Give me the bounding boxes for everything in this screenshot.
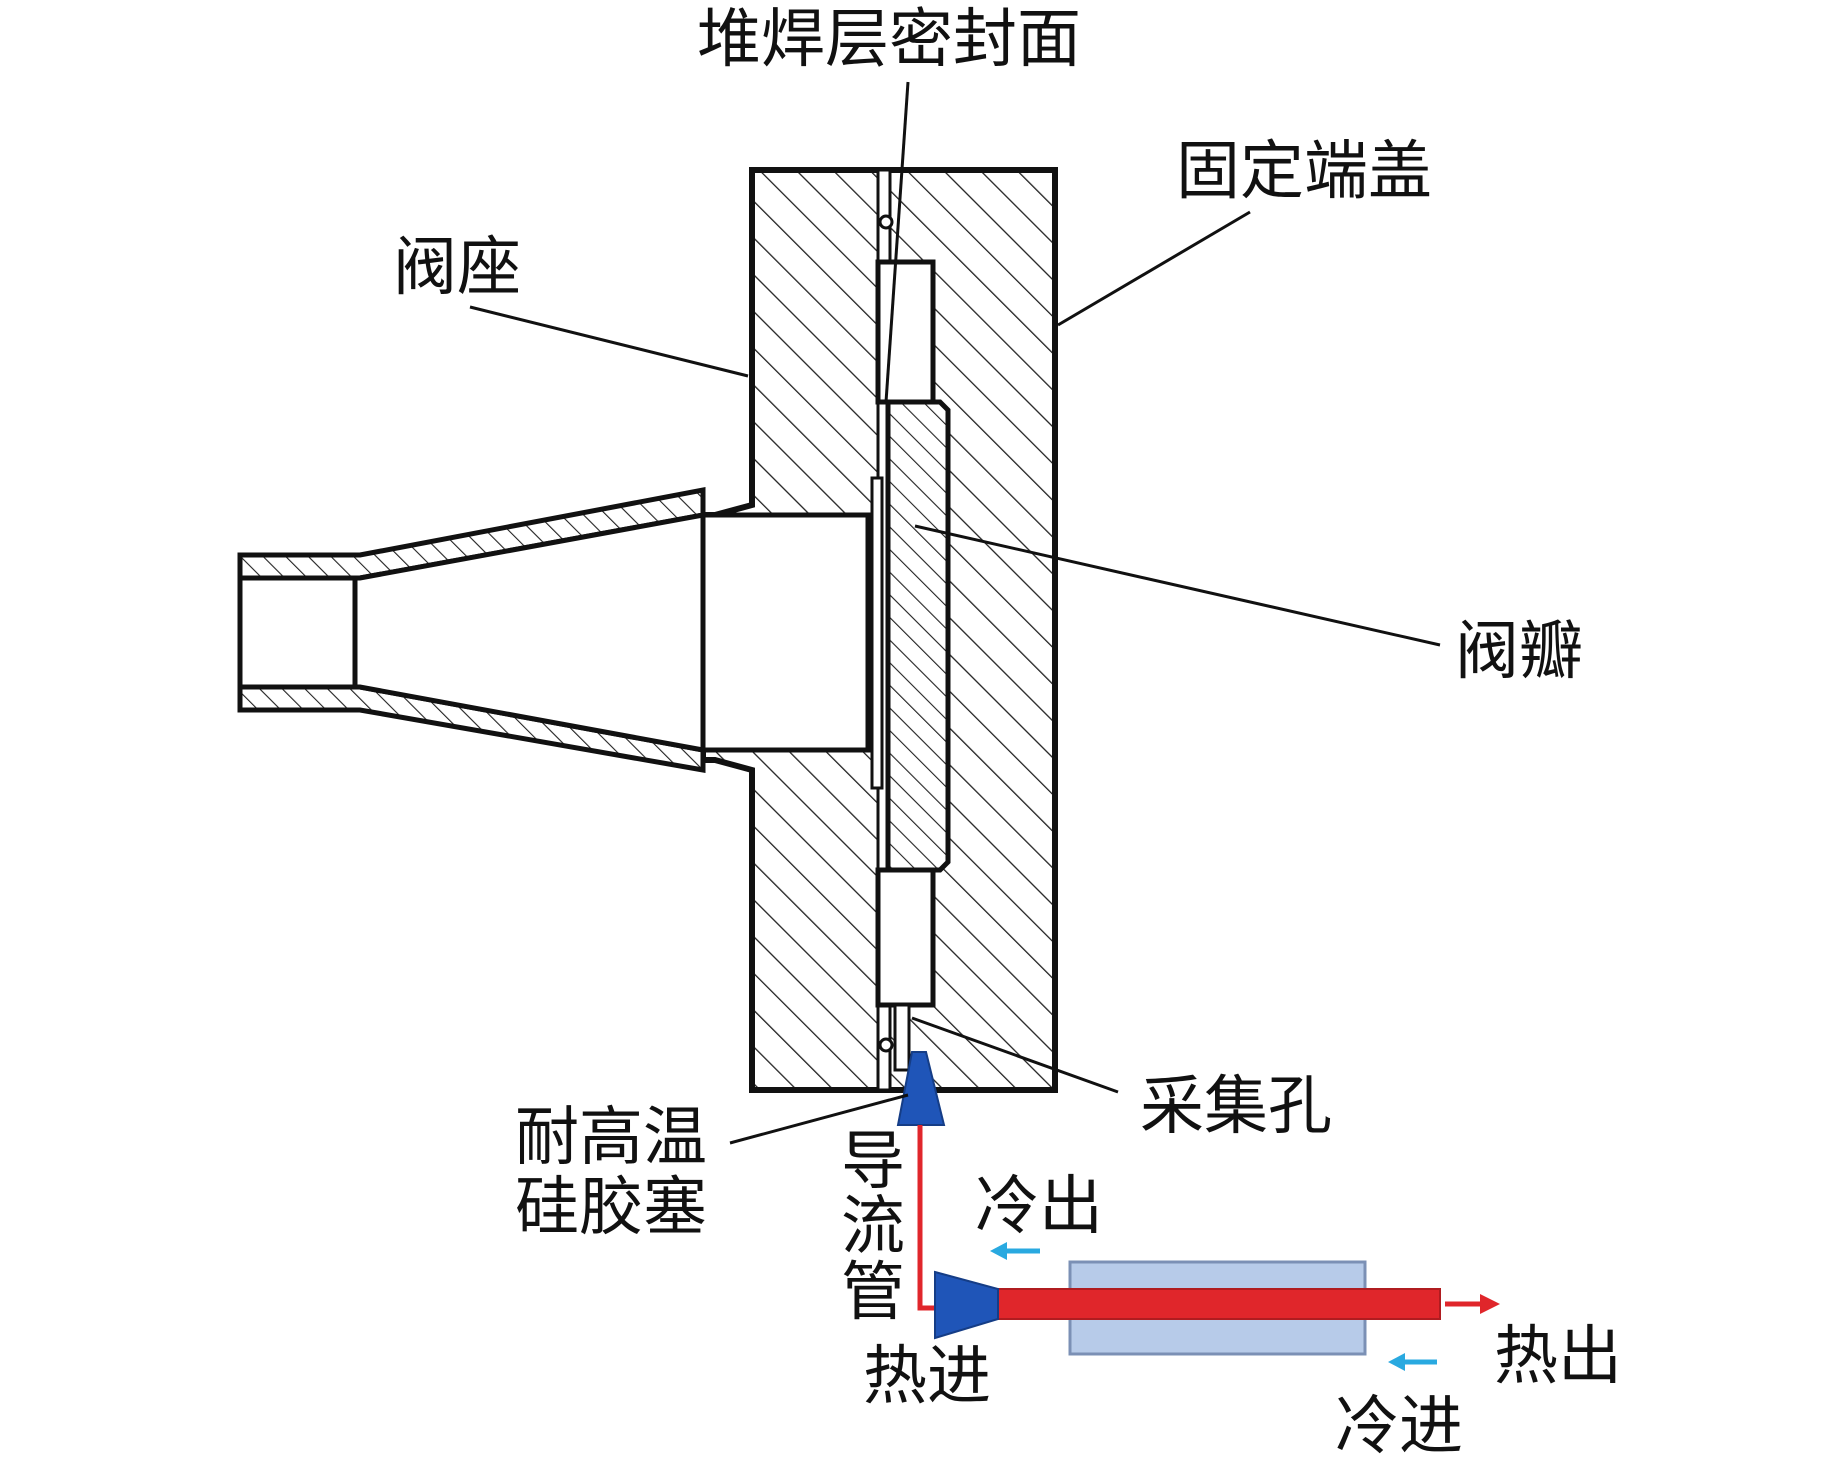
label-cold-out: 冷出 [975,1170,1103,1244]
lower-cavity [875,867,936,1008]
label-fixed-end-cover: 固定端盖 [1176,135,1432,209]
label-hot-out: 热出 [1494,1320,1622,1394]
hot-out-arrow [1445,1294,1500,1314]
label-valve-disc: 阀瓣 [1455,615,1583,689]
label-guide-tube: 导流管 [841,1125,905,1330]
leader-collection-hole [911,1016,1119,1094]
label-valve-seat: 阀座 [393,231,521,305]
label-cold-in: 冷进 [1335,1390,1463,1464]
weld-overlay-strip [870,476,884,790]
top-notch [878,214,894,230]
collection-hole-channel [893,1003,911,1072]
guide-tube [917,1125,940,1311]
leader-lines [469,81,1441,1145]
cold-out-arrow [990,1242,1040,1260]
leader-weld-seal-face [884,81,910,403]
leader-fixed-end-cover [1057,210,1251,327]
label-collection-hole: 采集孔 [1140,1070,1332,1144]
label-silicone-plug-line1: 耐高温 [515,1101,707,1175]
cold-in-arrow [1388,1353,1437,1371]
label-hot-in: 热进 [863,1340,991,1414]
valve-disc-body [885,399,951,873]
silicone-plug [896,1051,946,1126]
leader-valve-disc [914,524,1441,647]
label-weld-seal-face: 堆焊层密封面 [697,3,1081,77]
inlet-pipe [237,486,713,773]
bottom-notch [878,1037,894,1053]
hot-tube [989,1288,1441,1320]
seat-bore [700,512,871,753]
leader-silicone-plug [729,1093,909,1145]
label-silicone-plug-line2: 硅胶塞 [515,1171,707,1245]
leader-valve-seat [469,305,749,378]
inlet-cone [934,1270,999,1340]
